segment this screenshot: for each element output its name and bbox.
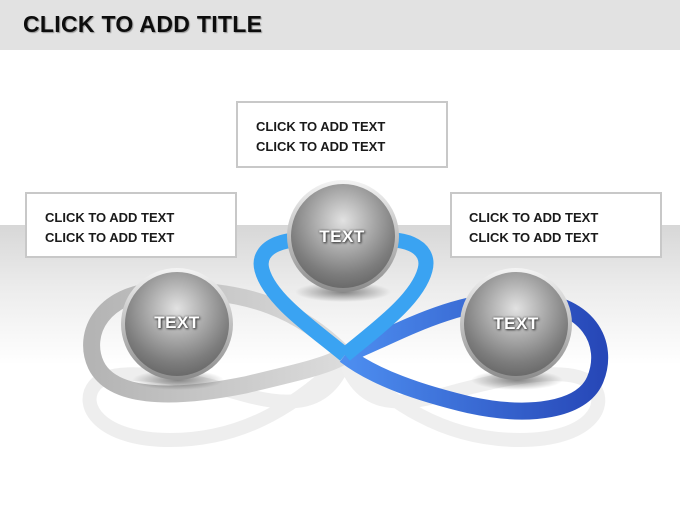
title-bar: CLICK TO ADD TITLE (0, 0, 680, 50)
text-box-line: CLICK TO ADD TEXT (45, 210, 175, 225)
sphere-right-label[interactable]: TEXT (493, 314, 539, 333)
sphere-right (460, 268, 572, 380)
text-box-line: CLICK TO ADD TEXT (256, 139, 386, 154)
slide-title[interactable]: CLICK TO ADD TITLE (23, 11, 263, 37)
sphere-left-label[interactable]: TEXT (154, 313, 200, 332)
sphere-left (121, 268, 233, 380)
dark-blue-loop (339, 291, 609, 420)
sphere-top (287, 180, 399, 292)
text-box-line: CLICK TO ADD TEXT (469, 210, 599, 225)
gray-loop (83, 281, 352, 403)
text-box-line: CLICK TO ADD TEXT (256, 119, 386, 134)
text-box-line: CLICK TO ADD TEXT (469, 230, 599, 245)
sphere-top-label[interactable]: TEXT (319, 227, 365, 246)
text-box-right[interactable]: CLICK TO ADD TEXT CLICK TO ADD TEXT (450, 192, 662, 258)
text-box-left[interactable]: CLICK TO ADD TEXT CLICK TO ADD TEXT (25, 192, 237, 258)
text-box-line: CLICK TO ADD TEXT (45, 230, 175, 245)
text-box-top[interactable]: CLICK TO ADD TEXT CLICK TO ADD TEXT (236, 101, 448, 168)
